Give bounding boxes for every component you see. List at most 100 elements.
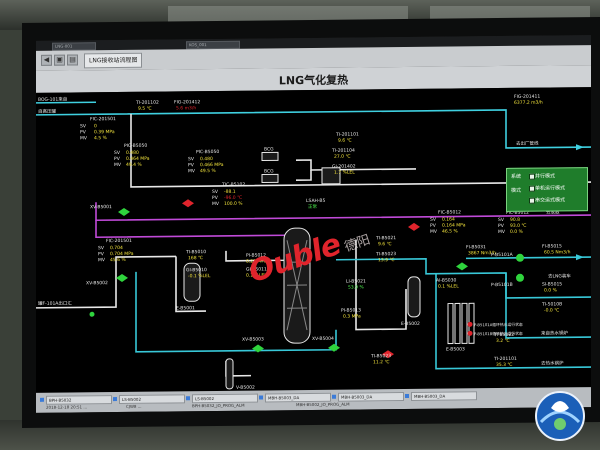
tag-fi-b5031[interactable]: FI-B5031	[466, 244, 486, 250]
tag-pic-b5051[interactable]: PIC-B5050	[196, 149, 219, 155]
bcg-block-2[interactable]	[261, 173, 279, 184]
valve-red-icon[interactable]	[408, 222, 420, 231]
tag-ti-b5022-value: 3.2 ℃	[496, 338, 510, 344]
alarm-cell[interactable]: BPH-B5032	[46, 395, 112, 405]
tag-gi-b5011[interactable]: GI-B5011	[246, 266, 267, 272]
tag-ti-201101[interactable]: TI-201101	[335, 131, 359, 137]
mode-panel-title-1: 系统	[511, 173, 522, 180]
tag-li-b5021[interactable]: LI-B5021	[346, 278, 366, 284]
alarm-indicator-icon	[332, 394, 336, 399]
faceplate-sv-label: SV	[80, 123, 87, 129]
tag-ti-b5023[interactable]: TI-B5023	[375, 251, 396, 257]
alarm-message: MBH-B5002_JO_PROG_ALM	[296, 401, 350, 408]
alarm-indicator-icon	[259, 395, 263, 400]
fic-201501-pv: 0.39 MPa	[94, 129, 115, 135]
alarm-cell[interactable]: MBH-B5003_DA	[338, 392, 404, 402]
label-e-b5002: E-B5002	[401, 321, 420, 327]
mode-option-single[interactable]: 单机运行模式	[535, 185, 566, 192]
label-xv-b5001: XV-B5001	[90, 204, 112, 210]
tag-ti-b5010[interactable]: TI-B5010	[185, 249, 206, 255]
alarm-indicator-icon	[40, 397, 44, 402]
bog-compressor[interactable]	[321, 167, 341, 185]
column-vaporizer[interactable]	[283, 227, 311, 344]
tag-pi-b5013[interactable]: PI-B5013	[341, 307, 361, 313]
alarm-indicator-icon	[186, 396, 190, 401]
tag-fic-201412[interactable]: FIG-201412	[174, 99, 200, 105]
faceplate-sv-label: SV	[98, 245, 105, 251]
tag-ti-201104[interactable]: TI-201104	[331, 148, 355, 154]
alarm-cell[interactable]: LS-B5002	[192, 393, 258, 404]
faceplate-mv-label: MV	[212, 201, 220, 207]
valve-green-icon[interactable]	[252, 344, 264, 353]
tag-fic-b5013[interactable]: FIC-B5012	[506, 210, 529, 216]
valve-green-icon[interactable]	[116, 273, 128, 282]
tag-lsah[interactable]: LSAH-B5	[306, 198, 325, 204]
valve-green-icon[interactable]	[456, 262, 468, 271]
water-loop-right	[336, 257, 591, 299]
bcg-line-1	[296, 159, 416, 171]
tag-ti-b5021[interactable]: TI-B5021	[375, 235, 396, 241]
hot-water-in-label: 来自热水锅炉	[541, 329, 568, 336]
tag-pi-b5012-value: 0.22 MPa	[246, 258, 267, 264]
tag-ti-201101b[interactable]: TI-201101	[493, 356, 517, 362]
tag-ti-5010b[interactable]: TI-5010B	[541, 301, 562, 307]
label-p-b5101a: P-B5101A	[491, 252, 514, 258]
fic-5101-mv: 45.6 %	[110, 257, 126, 263]
tag-fic-201501[interactable]: FIC-201501	[90, 116, 116, 122]
tag-pi-b5012[interactable]: PI-B5012	[246, 252, 266, 258]
tag-fi-b5015[interactable]: FI-B5015	[542, 243, 562, 249]
heat-exchanger-e5001[interactable]	[183, 262, 201, 302]
alarm-cell[interactable]: LS-B5002	[119, 394, 185, 405]
tag-gi-b5010-value: -0.1 %LEL	[188, 273, 211, 279]
back-icon[interactable]: ◀	[41, 54, 52, 66]
tag-tic-b5102[interactable]: TIC-B5102	[221, 182, 245, 188]
tag-si-b5015[interactable]: SI-B5015	[542, 281, 562, 287]
label-v-b5002: V-B5002	[236, 385, 255, 391]
valve-green-icon[interactable]	[118, 207, 130, 216]
tic-b5102-pv: -96.0 ℃	[224, 195, 242, 201]
alarm-cell[interactable]: MBH-B5003_DA	[411, 391, 477, 401]
tag-ti-201102[interactable]: TI-201102	[135, 100, 159, 106]
tic-b5102-mv: 100.0 %	[224, 201, 243, 207]
heat-exchanger-e5002[interactable]	[407, 276, 421, 318]
mode-option-series[interactable]: 串交运式模式	[535, 197, 566, 204]
tab-process-view[interactable]: LNG接收站流程图	[84, 52, 143, 69]
faceplate-sv-label: SV	[212, 189, 219, 195]
pump-p5101a-icon[interactable]	[516, 253, 524, 262]
fic-b5012-pv: 0.164 MPa	[442, 222, 466, 228]
bog-inlet-label: BOG-101来自	[38, 96, 67, 103]
save-icon[interactable]: ▣	[54, 54, 65, 66]
main-gas-header	[36, 109, 591, 149]
tic-b5103-mv: 0.0 %	[510, 229, 524, 235]
bcg-block-1[interactable]	[261, 151, 279, 162]
tag-ti-b5022[interactable]: TI-B5022	[493, 332, 514, 338]
fic-201501-sv: 0	[94, 123, 97, 129]
tag-ai-b5030[interactable]: AI-B5030	[436, 277, 457, 283]
tag-pic-b5050[interactable]: PIC-B5050	[124, 143, 147, 149]
faceplate-mv-label: MV	[114, 162, 122, 168]
tag-fi-b5015-value: 60.5 Nm3/h	[544, 249, 571, 255]
valve-green-icon[interactable]	[328, 343, 340, 352]
valve-red-icon[interactable]	[382, 350, 394, 359]
tag-gi-201402[interactable]: GI-201402	[332, 164, 356, 170]
tag-fic-201411-value: 6377.2 m3/h	[514, 100, 543, 106]
tag-fic-5101[interactable]: FIC-201501	[106, 238, 132, 244]
print-icon[interactable]: ▤	[67, 54, 78, 66]
tag-fic-b5012[interactable]: FIC-B5012	[438, 209, 461, 215]
mode-option-parallel[interactable]: 并行模式	[535, 173, 556, 180]
process-diagram-svg: BOG-101来自 自高压罐 去出厂管线 去放散 罐F-101A出口汇 去LNG…	[36, 94, 591, 391]
vessel-v5002[interactable]	[225, 358, 234, 390]
tag-ti-b5023b-value: 11.2 ℃	[373, 359, 390, 365]
tag-ti-b5023b[interactable]: TI-B5023	[370, 353, 391, 359]
tag-fic-201411[interactable]: FIG-201411	[514, 94, 540, 100]
faceplate-sv-label: SV	[188, 156, 195, 162]
valve-red-icon[interactable]	[182, 199, 194, 208]
alarm-message: CJW8 ...	[126, 403, 142, 409]
tag-pi-b5013-value: 0.3 MPa	[343, 313, 361, 319]
pump-status-lamp-icon	[467, 330, 473, 336]
label-xv-b5002: XV-B5002	[86, 280, 108, 286]
pump-p5101b-icon[interactable]	[516, 273, 524, 282]
tag-gi-b5010[interactable]: GI-B5010	[186, 267, 207, 273]
label-bcg-2: BCG	[264, 168, 274, 174]
tag-li-b5021-value: 53.9 %	[348, 284, 364, 290]
